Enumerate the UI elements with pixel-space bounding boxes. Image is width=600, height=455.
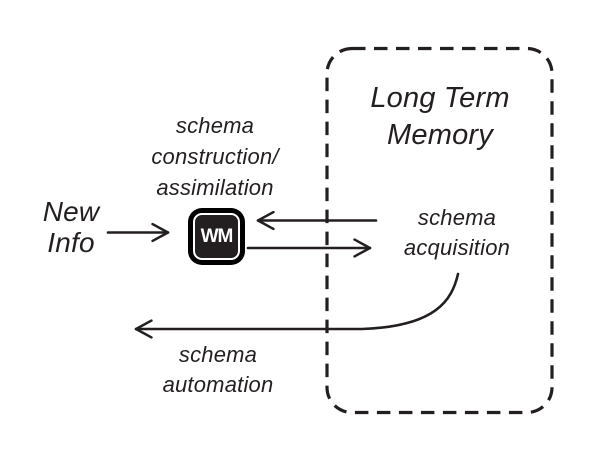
working-memory-node-label: WM (200, 225, 234, 247)
schema-automation-label: schema automation (162, 342, 274, 397)
new-info-label: New Info (42, 196, 100, 258)
working-memory-node: WM (193, 213, 240, 260)
edge-schema-automation (134, 272, 460, 339)
schema-construction-label: schema construction/ assimilation (151, 113, 279, 200)
long-term-memory-title: Long Term Memory (370, 82, 510, 151)
schema-acquisition-label: schema acquisition (403, 205, 511, 260)
